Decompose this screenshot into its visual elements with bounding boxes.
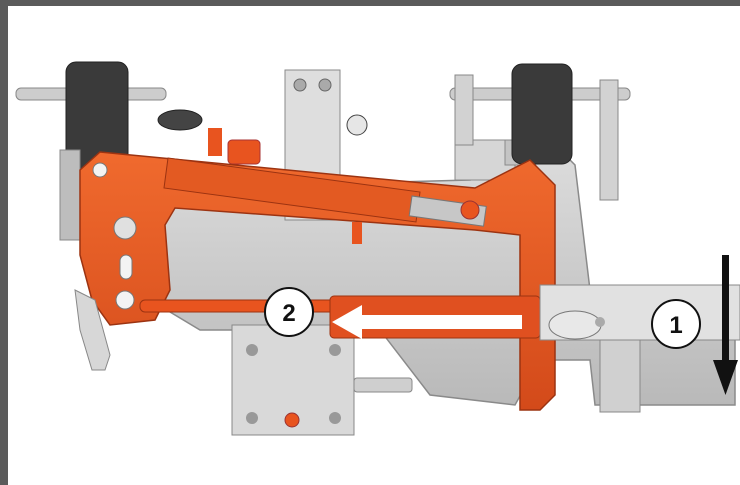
gearbox — [231, 324, 413, 436]
extension-boom — [539, 284, 740, 413]
arrow-2-left — [332, 305, 522, 339]
left-lever — [74, 289, 111, 371]
callout-1-label: 1 — [669, 312, 682, 339]
callout-2-label: 2 — [282, 300, 295, 327]
arrow-1-down — [713, 255, 738, 395]
upper-hydraulic-cylinder — [163, 157, 487, 244]
callout-2: 2 — [264, 287, 314, 337]
callout-1: 1 — [651, 299, 701, 349]
right-mount-tower — [449, 63, 631, 201]
